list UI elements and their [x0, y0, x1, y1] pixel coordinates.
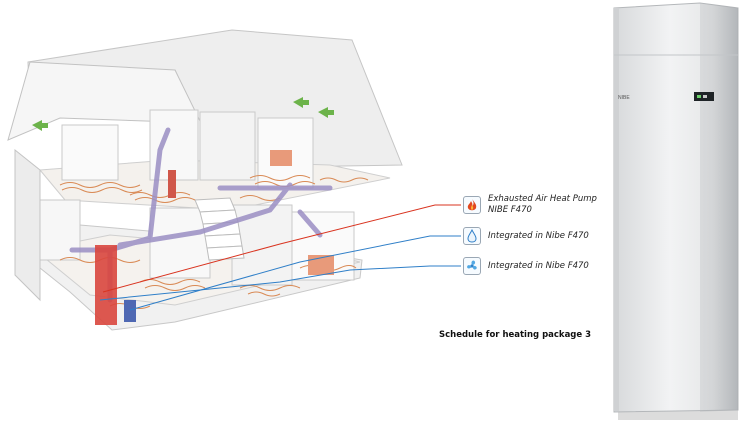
unit-side [700, 3, 738, 412]
diagram-caption: Schedule for heating package 3 [439, 330, 592, 340]
heat-pump-in-house [95, 245, 117, 325]
nibe-f470-unit: NIBE [613, 2, 739, 420]
radiator [168, 170, 176, 198]
connector-heat-pump [102, 204, 461, 293]
legend-label: Exhausted Air Heat Pump NIBE F470 [488, 194, 597, 215]
outer-wall [14, 148, 41, 302]
connector-hot-water [129, 235, 461, 311]
wall [149, 207, 211, 279]
legend-item-hot-water: Integrated in Nibe F470 [463, 224, 589, 248]
radiator [270, 150, 292, 166]
water-drop-icon [463, 227, 481, 245]
legend-item-ventilation: Integrated in Nibe F470 [463, 254, 589, 278]
house-cutaway [7, 29, 403, 331]
legend-item-heat-pump: Exhausted Air Heat Pump NIBE F470 [463, 193, 597, 217]
fan-icon [463, 257, 481, 275]
legend-label: Integrated in Nibe F470 [488, 260, 589, 271]
connector-lines [99, 204, 461, 311]
flame-icon [463, 196, 481, 214]
water-tank [124, 300, 136, 322]
status-led [703, 95, 707, 98]
unit-brand-label: NIBE [618, 95, 630, 101]
connector-ventilation [99, 265, 461, 301]
legend-label: Integrated in Nibe F470 [488, 230, 589, 241]
fresh-air-arrow-icon [32, 97, 334, 131]
status-led [697, 95, 701, 98]
unit-edge [614, 8, 619, 411]
wall [61, 124, 119, 181]
unit-shadow [618, 410, 738, 420]
radiator [308, 255, 334, 275]
wall [199, 111, 256, 181]
